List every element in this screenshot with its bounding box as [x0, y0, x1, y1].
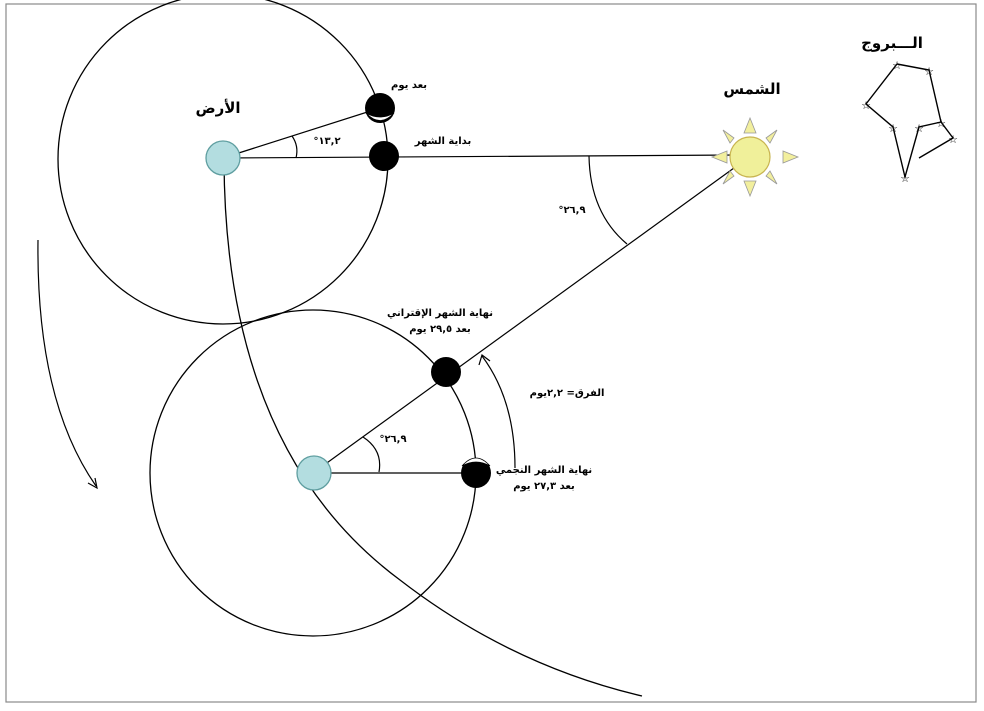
difference-arrow: [481, 355, 516, 469]
svg-text:☆: ☆: [892, 59, 902, 72]
earth-orbit-arc: [223, 159, 643, 697]
moon-after-day-icon: [365, 93, 395, 123]
orbit-direction-arrow: [37, 239, 97, 487]
orbit-arrowhead-left: [87, 477, 98, 490]
angle-arc-sun: [588, 155, 628, 245]
svg-text:☆: ☆: [914, 122, 924, 135]
synodic-label-line2: بعد ٢٩,٥ يوم: [409, 324, 471, 335]
moon-month-start-icon: [369, 141, 399, 171]
angle-arc-lower: [362, 436, 381, 473]
angle-lower-label: °٢٦,٩: [379, 434, 406, 445]
angle-upper-label: °١٣,٢: [313, 136, 340, 147]
svg-text:☆: ☆: [900, 172, 910, 185]
synodic-label-line1: نهاية الشهر الإقتراني: [387, 308, 493, 319]
svg-text:☆: ☆: [936, 117, 946, 130]
difference-arrowhead: [478, 354, 491, 366]
month-start-label: بداية الشهر: [414, 136, 471, 147]
svg-text:☆: ☆: [924, 65, 934, 78]
earth-sun-line-upper: [222, 154, 739, 159]
difference-label: الفرق= ٢,٢يوم: [530, 388, 605, 399]
zodiac-label: الـــبروج: [861, 34, 923, 52]
moon-sidereal-end-icon: [461, 457, 491, 488]
frame-border: [5, 3, 977, 703]
angle-sun-label: °٢٦,٩: [558, 205, 585, 216]
sun-icon: [710, 116, 800, 198]
sidereal-label-line2: بعد ٢٧,٣ يوم: [513, 481, 575, 492]
earth-lower-icon: [296, 455, 332, 491]
earth-upper-icon: [205, 140, 241, 176]
earth-label: الأرض: [195, 99, 240, 117]
angle-arc-upper: [291, 135, 298, 159]
earth-moon-day-line: [222, 107, 381, 159]
svg-text:☆: ☆: [948, 133, 958, 146]
moon-synodic-end-icon: [431, 357, 461, 387]
zodiac-constellation-icon: ☆ ☆ ☆ ☆ ☆ ☆ ☆ ☆: [861, 59, 958, 185]
sun-label: الشمس: [723, 80, 780, 98]
svg-text:☆: ☆: [888, 122, 898, 135]
after-day-label: بعد يوم: [391, 80, 427, 91]
sidereal-label-line1: نهاية الشهر النجمي: [496, 465, 592, 476]
svg-text:☆: ☆: [861, 99, 871, 112]
earth-sun-line-lower: [312, 159, 746, 474]
